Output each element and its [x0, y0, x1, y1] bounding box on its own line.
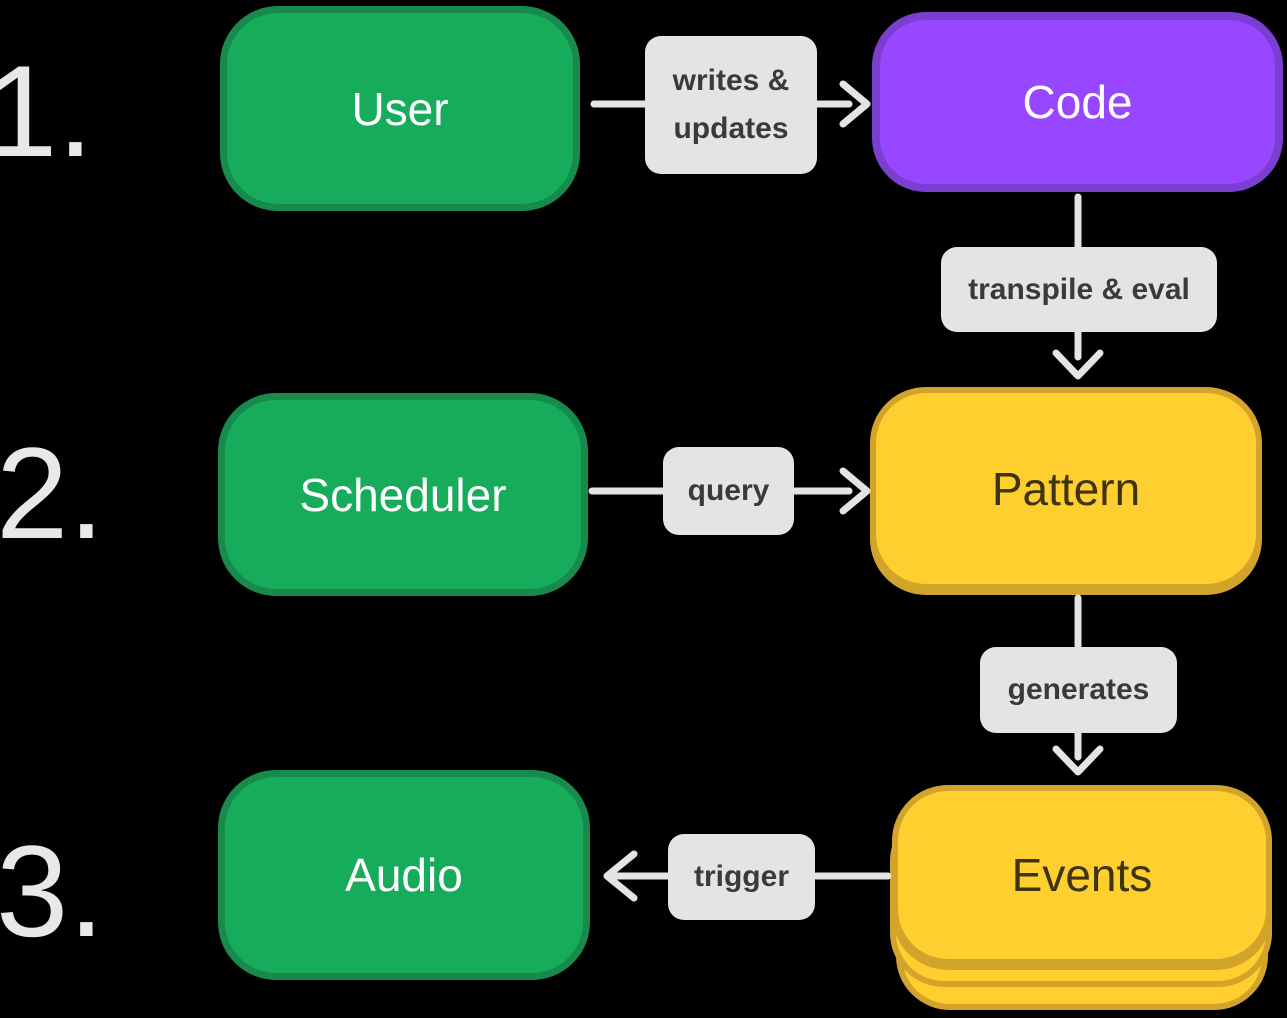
step-number-2: 2.	[0, 420, 105, 566]
edge-label-trigger: trigger	[668, 834, 815, 920]
step-number-1: 1.	[0, 38, 94, 184]
node-scheduler: Scheduler	[218, 393, 588, 596]
arrow-user-to-code-head-icon	[839, 80, 871, 128]
edge-label-generates: generates	[980, 647, 1177, 733]
edge-label-writes-updates: writes & updates	[645, 36, 817, 174]
edge-label-writes-updates-line1: writes &	[672, 64, 790, 97]
arrow-events-to-audio-head-icon	[603, 850, 638, 902]
arrow-scheduler-to-pattern-head-icon	[839, 467, 871, 515]
edge-label-query: query	[663, 447, 794, 535]
edge-label-trigger-text: trigger	[693, 860, 789, 893]
node-audio: Audio	[218, 770, 590, 980]
node-code-label: Code	[1022, 76, 1133, 128]
node-user-label: User	[351, 82, 449, 135]
node-scheduler-label: Scheduler	[299, 468, 507, 521]
edge-label-transpile-eval: transpile & eval	[941, 247, 1217, 332]
edge-label-transpile-eval-text: transpile & eval	[968, 272, 1190, 306]
node-audio-label: Audio	[345, 849, 463, 901]
edge-label-generates-text: generates	[1007, 673, 1150, 706]
step-number-3: 3.	[0, 818, 105, 964]
edge-label-writes-updates-line2: updates	[673, 112, 789, 145]
arrow-pattern-to-events-head-icon	[1052, 745, 1104, 776]
node-user: User	[220, 6, 580, 211]
node-events: Events	[892, 785, 1272, 965]
edge-label-query-text: query	[687, 474, 770, 507]
node-events-label: Events	[1011, 849, 1153, 901]
node-code: Code	[872, 12, 1283, 192]
node-pattern-label: Pattern	[991, 462, 1141, 515]
node-pattern: Pattern	[870, 387, 1262, 590]
arrow-code-to-pattern-head-icon	[1052, 349, 1104, 380]
